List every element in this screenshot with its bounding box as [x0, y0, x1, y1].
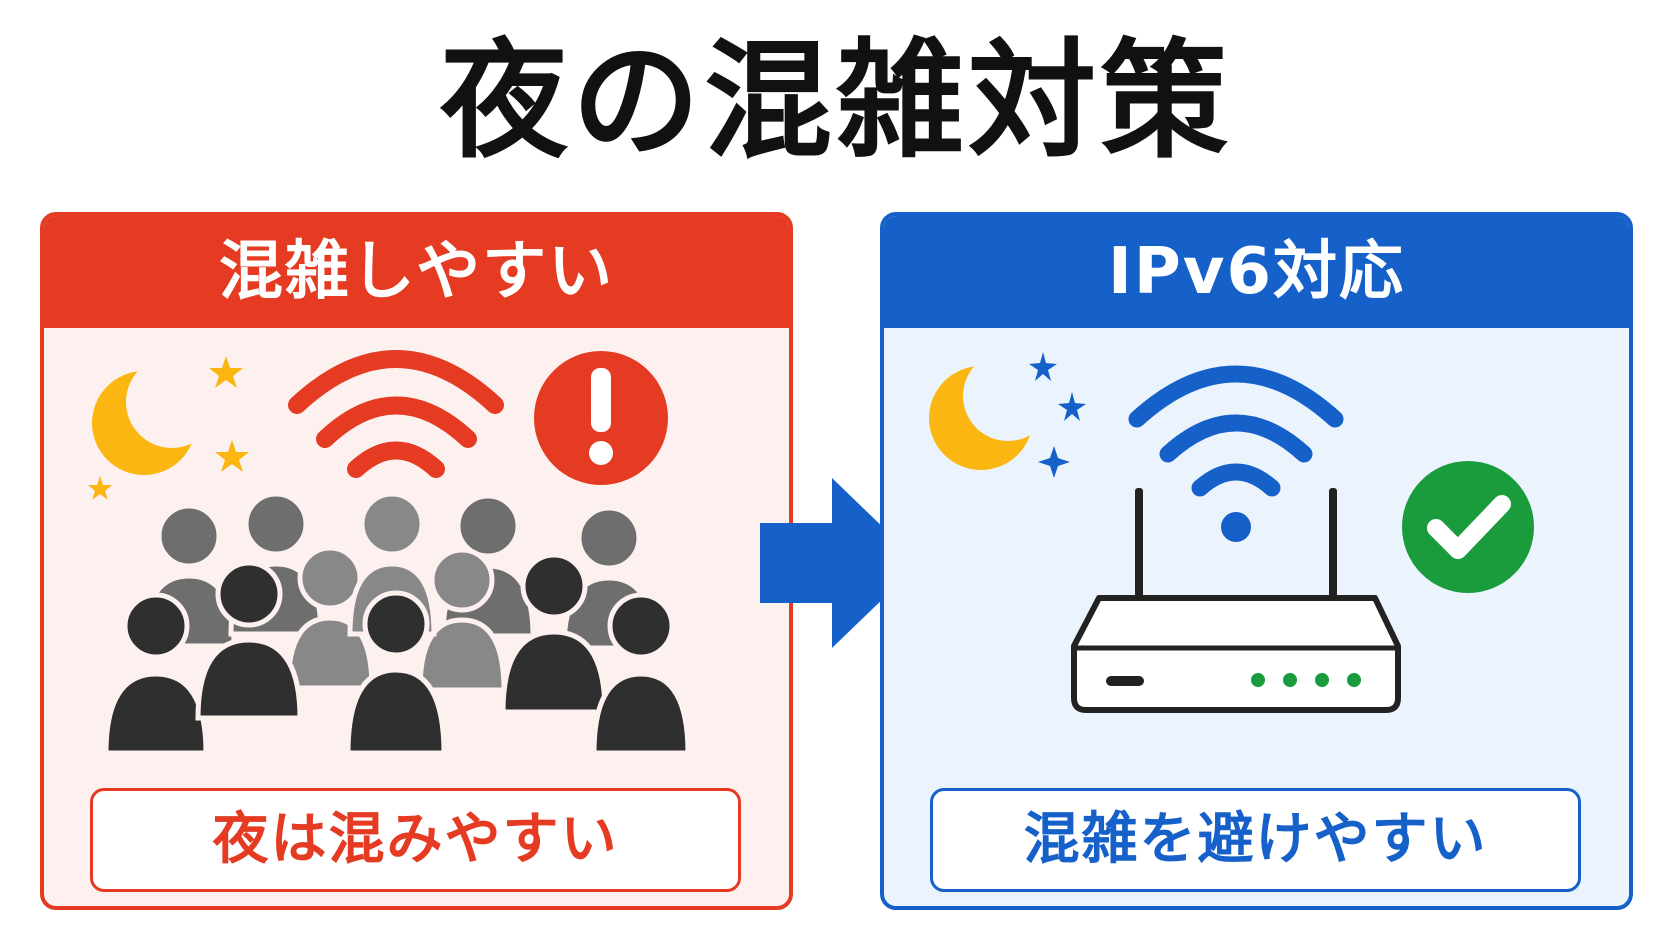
star-icon — [1029, 352, 1086, 478]
ipv6-illustration — [929, 351, 1534, 713]
exclamation-icon — [534, 351, 668, 485]
moon-icon — [929, 351, 1053, 470]
moon-icon — [92, 356, 218, 475]
ipv6-panel: IPv6対応 — [880, 212, 1633, 910]
star-icon — [88, 356, 249, 500]
right-arrow-icon — [760, 478, 920, 648]
ipv6-header: IPv6対応 — [884, 216, 1629, 328]
congested-illustration — [88, 350, 691, 756]
check-icon — [1402, 461, 1534, 593]
wifi-icon — [1128, 365, 1344, 542]
ipv6-caption: 混雑を避けやすい — [930, 788, 1581, 892]
congested-panel: 混雑しやすい — [40, 212, 793, 910]
congested-header: 混雑しやすい — [44, 216, 789, 328]
congested-caption: 夜は混みやすい — [90, 788, 741, 892]
wifi-icon — [288, 350, 504, 478]
page-title: 夜の混雑対策 — [439, 27, 1232, 176]
router-icon — [1071, 488, 1401, 713]
crowd-icon — [103, 491, 691, 756]
